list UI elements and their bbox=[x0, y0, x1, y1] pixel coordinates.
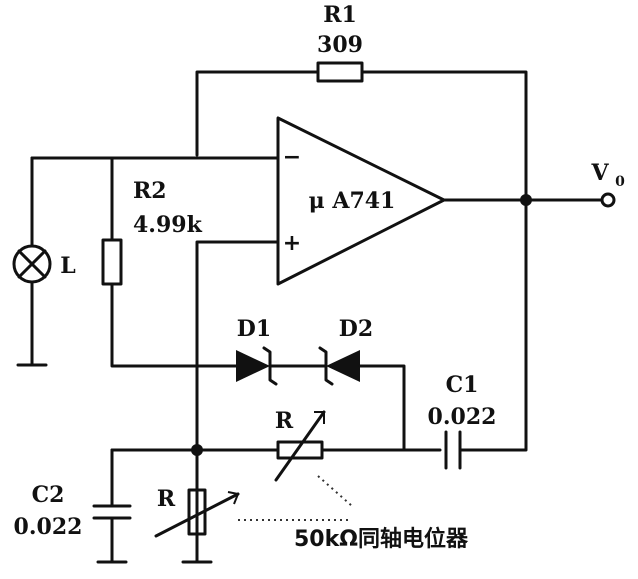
gang-link-top bbox=[317, 475, 353, 507]
r2-resistor bbox=[101, 238, 123, 286]
output-subscript: 0 bbox=[615, 174, 625, 190]
r1-feedback-wire bbox=[195, 70, 528, 202]
lamp-ref: L bbox=[60, 253, 75, 279]
r1-value: 309 bbox=[317, 32, 363, 58]
c1-output-wire bbox=[458, 198, 528, 452]
pot-note: 50kΩ同轴电位器 bbox=[294, 526, 469, 552]
c1-capacitor bbox=[444, 430, 462, 470]
pot-top-icon bbox=[274, 410, 326, 482]
output-label: V bbox=[590, 160, 609, 186]
r1-ref: R1 bbox=[323, 2, 357, 28]
opamp-plus-sign: + bbox=[283, 231, 301, 256]
d2-to-c1-wire bbox=[358, 364, 442, 452]
lamp-branch-wire bbox=[16, 156, 48, 367]
c1-value: 0.022 bbox=[428, 404, 497, 430]
r1-resistor bbox=[316, 61, 364, 83]
c2-ref: C2 bbox=[32, 482, 65, 508]
opamp-minus-sign: − bbox=[283, 145, 301, 170]
c2-value: 0.022 bbox=[14, 514, 83, 540]
r2-wire bbox=[110, 156, 238, 368]
r2-value: 4.99k bbox=[133, 212, 203, 238]
lamp-icon bbox=[12, 244, 52, 284]
c2-capacitor bbox=[92, 504, 132, 520]
opamp-symbol bbox=[276, 116, 446, 286]
node-junction bbox=[191, 444, 203, 456]
d1-ref: D1 bbox=[237, 316, 271, 342]
output-terminal bbox=[600, 192, 616, 208]
d2-ref: D2 bbox=[339, 316, 373, 342]
r2-ref: R2 bbox=[133, 178, 167, 204]
pot-bottom-icon bbox=[154, 488, 240, 538]
c2-wire bbox=[96, 448, 128, 564]
c1-ref: C1 bbox=[446, 372, 479, 398]
pot-top-ref: R bbox=[275, 408, 294, 434]
pot-bottom-ref: R bbox=[157, 486, 176, 512]
opamp-label: μ A741 bbox=[309, 188, 396, 214]
noninverting-input-wire bbox=[195, 240, 280, 564]
